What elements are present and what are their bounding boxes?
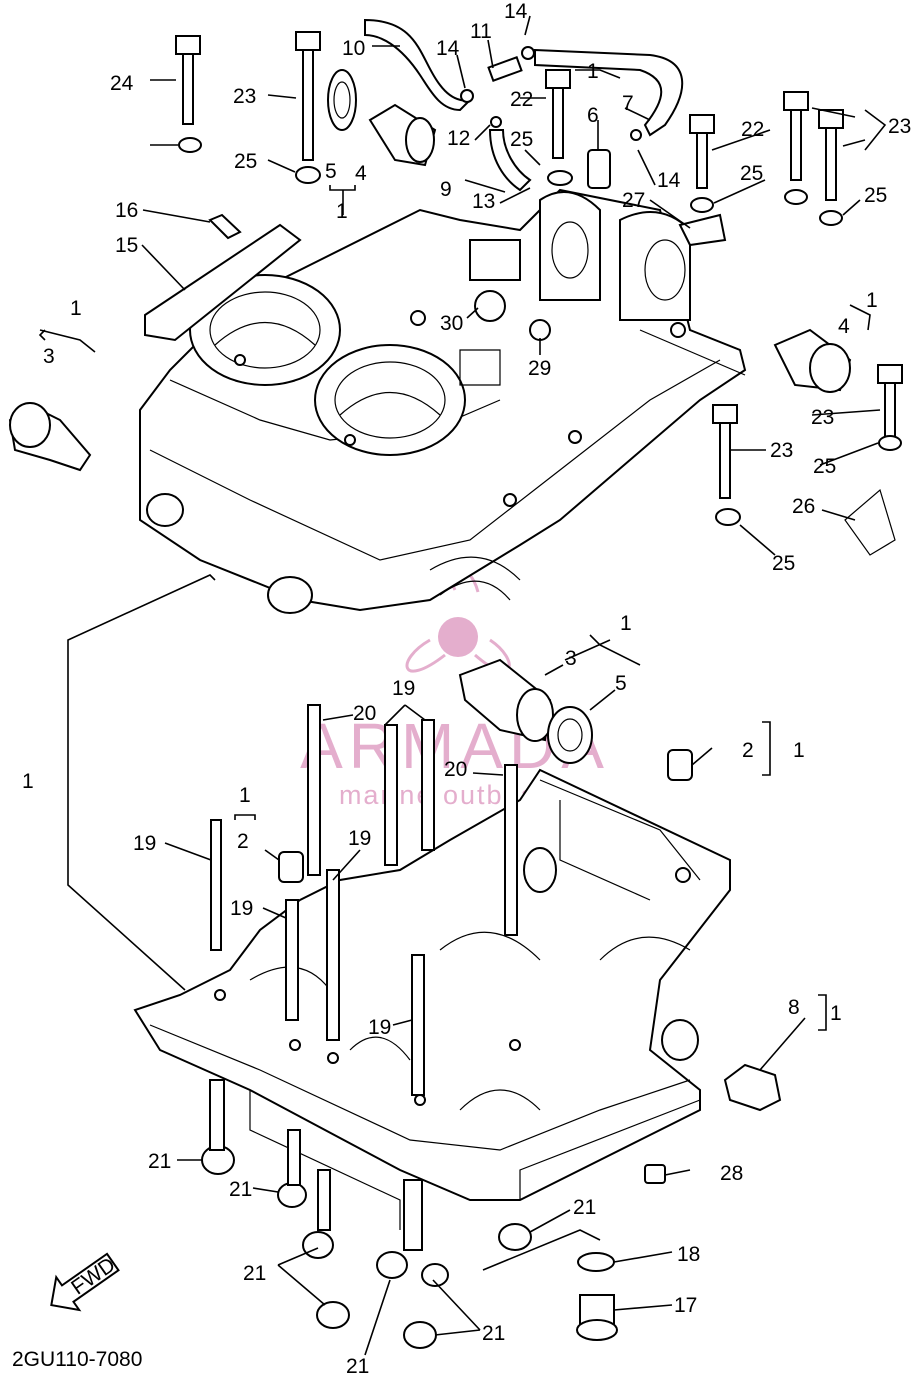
callout-label: 19 — [392, 677, 415, 700]
fwd-arrow-icon: FWD — [50, 1252, 120, 1312]
hoses-and-fittings — [144, 18, 896, 556]
callout-label: 1 — [587, 60, 599, 83]
callout-label: 23 — [888, 115, 911, 138]
callout-label: 26 — [792, 495, 815, 518]
callout-label: 1 — [620, 612, 632, 635]
callout-label: 25 — [772, 552, 795, 575]
callout-label: 24 — [110, 72, 134, 95]
callout-label: 8 — [788, 996, 800, 1019]
callout-label: 21 — [346, 1355, 369, 1378]
callout-label: 15 — [115, 234, 138, 257]
callout-label: 1 — [793, 739, 805, 762]
callout-label: 19 — [230, 897, 253, 920]
diagram-code: 2GU110-7080 — [12, 1348, 142, 1371]
seals-and-bearings — [8, 69, 852, 1112]
callout-label: 1 — [866, 289, 878, 312]
callout-label: 27 — [622, 189, 645, 212]
callout-label: 16 — [115, 199, 138, 222]
callout-label: 19 — [133, 832, 156, 855]
callout-label: 19 — [348, 827, 371, 850]
callout-label: 5 — [615, 672, 627, 695]
callout-label: 14 — [504, 0, 528, 23]
callout-label: 20 — [444, 758, 467, 781]
callout-label: 21 — [482, 1322, 505, 1345]
callout-label: 9 — [440, 178, 452, 201]
leader-lines — [38, 15, 887, 1356]
callout-label: 7 — [622, 92, 634, 115]
callout-label: 14 — [436, 37, 460, 60]
callout-label: 21 — [229, 1178, 252, 1201]
callout-label: 23 — [811, 406, 834, 429]
callout-label: 11 — [470, 20, 492, 43]
callout-labels: 14 10 14 11 24 23 1 7 22 6 12 25 5 4 25 … — [22, 0, 911, 1378]
callout-label: 29 — [528, 357, 551, 380]
callout-label: 6 — [587, 104, 599, 127]
callout-label: 19 — [368, 1016, 391, 1039]
callout-label: 4 — [355, 162, 367, 185]
callout-label: 3 — [43, 345, 55, 368]
callout-label: 22 — [741, 118, 764, 141]
callout-label: 10 — [342, 37, 365, 60]
callout-label: 1 — [239, 784, 251, 807]
callout-label: 23 — [770, 439, 793, 462]
callout-label: 1 — [830, 1002, 842, 1025]
bolts-top — [175, 31, 903, 526]
callout-label: 25 — [813, 455, 836, 478]
callout-label: 14 — [657, 169, 681, 192]
callout-label: 25 — [510, 128, 533, 151]
callout-label: 21 — [573, 1196, 596, 1219]
callout-label: 2 — [742, 739, 754, 762]
callout-label: 4 — [838, 315, 850, 338]
callout-label: 23 — [233, 85, 256, 108]
callout-label: 13 — [472, 190, 495, 213]
callout-label: 25 — [234, 150, 257, 173]
upper-crankcase — [139, 188, 747, 614]
callout-label: 28 — [720, 1162, 743, 1185]
callout-label: 5 — [325, 160, 337, 183]
callout-label: 17 — [674, 1294, 697, 1317]
callout-label: 20 — [353, 702, 376, 725]
callout-label: 12 — [447, 127, 470, 150]
callout-label: 30 — [440, 312, 463, 335]
callout-label: 21 — [148, 1150, 171, 1173]
callout-label: 25 — [864, 184, 887, 207]
callout-label: 22 — [510, 88, 533, 111]
nuts-and-plugs-bottom — [201, 1079, 666, 1349]
callout-label: 1 — [22, 770, 34, 793]
callout-label: 18 — [677, 1243, 700, 1266]
callout-label: 21 — [243, 1262, 266, 1285]
callout-label: 3 — [565, 647, 577, 670]
stud-bolts — [210, 704, 518, 1096]
callout-label: 25 — [740, 162, 763, 185]
callout-label: 1 — [336, 200, 348, 223]
callout-label: 2 — [237, 830, 249, 853]
callout-label: 1 — [70, 297, 82, 320]
